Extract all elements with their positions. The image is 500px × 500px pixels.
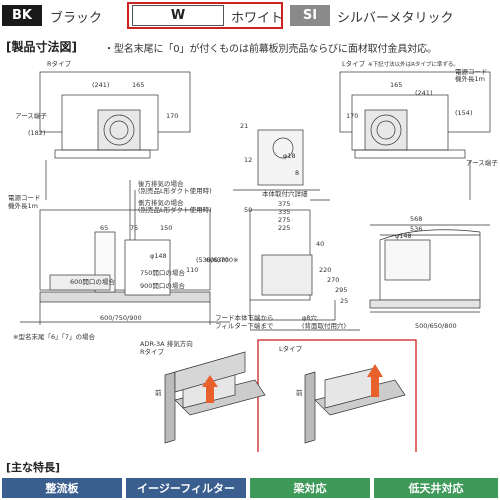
svg-text:φ148: φ148	[150, 252, 167, 260]
svg-text:335: 335	[278, 208, 290, 216]
section-title: [製品寸法図]	[6, 40, 77, 54]
svg-text:(530/630): (530/630)	[196, 256, 228, 264]
feature-badge: 梁対応	[250, 478, 370, 498]
svg-text:275: 275	[278, 216, 290, 224]
svg-text:536: 536	[410, 225, 422, 233]
svg-text:170: 170	[346, 112, 358, 120]
svg-text:375: 375	[278, 200, 290, 208]
svg-text:165: 165	[132, 81, 144, 89]
svg-text:フィルター下端まで: フィルター下端まで	[215, 321, 274, 330]
svg-text:165: 165	[390, 81, 402, 89]
color-chip-si[interactable]: SI	[290, 5, 330, 26]
svg-text:(241): (241)	[415, 89, 432, 97]
svg-text:25: 25	[340, 297, 348, 305]
svg-text:アース端子: アース端子	[466, 158, 498, 167]
svg-text:600/750/900: 600/750/900	[100, 314, 142, 322]
bottom-left-title: ADR-3A 排気方向	[140, 339, 193, 348]
svg-text:600開口の場合: 600開口の場合	[70, 277, 115, 286]
svg-text:(241): (241)	[92, 81, 109, 89]
svg-text:後方排気の場合: 後方排気の場合	[138, 179, 184, 188]
svg-text:電源コード: 電源コード	[455, 67, 488, 76]
svg-text:500/650/800: 500/650/800	[415, 322, 457, 330]
left-power-cord: 電源コード	[8, 193, 41, 202]
mount-hole-label: 本体取付穴詳細	[262, 189, 308, 198]
feature-badge: 低天井対応	[374, 478, 498, 498]
svg-text:600/700※: 600/700※	[206, 256, 238, 264]
svg-text:側方排気の場合: 側方排気の場合	[138, 198, 184, 207]
feature-badge: イージーフィルター	[126, 478, 246, 498]
svg-text:機外長1m: 機外長1m	[8, 201, 38, 210]
svg-text:50: 50	[244, 206, 252, 214]
svg-text:機外長1m: 機外長1m	[455, 74, 485, 83]
svg-text:(154): (154)	[455, 109, 472, 117]
svg-text:110: 110	[186, 266, 198, 274]
section-note: ・型名末尾に「0」が付くものは前幕板別売品ならびに面材取付金具対応。	[104, 44, 437, 55]
right-type-label: Lタイプ	[342, 59, 366, 68]
svg-text:(別売品L形ダクト使用時): (別売品L形ダクト使用時)	[138, 205, 212, 214]
svg-text:8: 8	[295, 169, 299, 177]
svg-text:φ8穴: φ8穴	[302, 313, 317, 322]
svg-text:568: 568	[410, 215, 422, 223]
svg-text:φ18: φ18	[283, 152, 296, 160]
bottom-right-title: Lタイプ	[279, 344, 303, 353]
svg-text:フード本体下端から: フード本体下端から	[215, 313, 274, 322]
color-option-white-selected[interactable]	[127, 2, 283, 29]
feature-badge: 整流板	[2, 478, 122, 498]
left-earth-label: アース端子	[15, 111, 47, 120]
features-title: [主な特長]	[6, 461, 61, 474]
svg-text:65: 65	[100, 224, 108, 232]
svg-text:900開口の場合: 900開口の場合	[140, 281, 185, 290]
dimension-drawing: Rタイプ アース端子 (241) 165 (182) 170 電源コード 機外長…	[8, 59, 498, 452]
svg-text:170: 170	[166, 112, 178, 120]
feature-bar: 整流板 イージーフィルター 梁対応 低天井対応	[0, 478, 500, 500]
svg-text:750開口の場合: 750開口の場合	[140, 268, 185, 277]
svg-text:12: 12	[244, 156, 252, 164]
svg-text:40: 40	[316, 240, 324, 248]
color-chip-bk[interactable]: BK	[2, 5, 42, 26]
color-name-white: ホワイト	[231, 11, 284, 26]
svg-text:225: 225	[278, 224, 290, 232]
svg-text:Rタイプ: Rタイプ	[140, 347, 165, 356]
svg-text:270: 270	[327, 276, 339, 284]
svg-text:75: 75	[130, 224, 138, 232]
svg-text:φ148: φ148	[395, 232, 412, 240]
color-option-bar: BK ブラック W ホワイト SI シルバーメタリック	[0, 0, 500, 32]
svg-text:前: 前	[296, 388, 303, 397]
exhaust-arrow-icon	[202, 364, 383, 403]
color-name-black: ブラック	[50, 11, 103, 26]
svg-text:295: 295	[335, 286, 347, 294]
color-name-silver: シルバーメタリック	[337, 11, 454, 26]
svg-text:(182): (182)	[28, 129, 45, 137]
svg-text:220: 220	[319, 266, 331, 274]
right-front-body	[379, 229, 481, 301]
svg-text:150: 150	[160, 224, 172, 232]
svg-text:※下記寸法以外はRタイプに準ずる。: ※下記寸法以外はRタイプに準ずる。	[368, 60, 459, 68]
left-footnote: ※型名末尾「6」「7」の場合	[13, 332, 95, 341]
svg-text:(別売品L形ダクト使用時): (別売品L形ダクト使用時)	[138, 186, 212, 195]
color-chip-w[interactable]: W	[132, 5, 224, 26]
left-type-label: Rタイプ	[47, 59, 72, 68]
svg-text:(背面取付用穴): (背面取付用穴)	[302, 321, 346, 330]
svg-text:21: 21	[240, 122, 248, 130]
svg-text:前: 前	[155, 388, 162, 397]
